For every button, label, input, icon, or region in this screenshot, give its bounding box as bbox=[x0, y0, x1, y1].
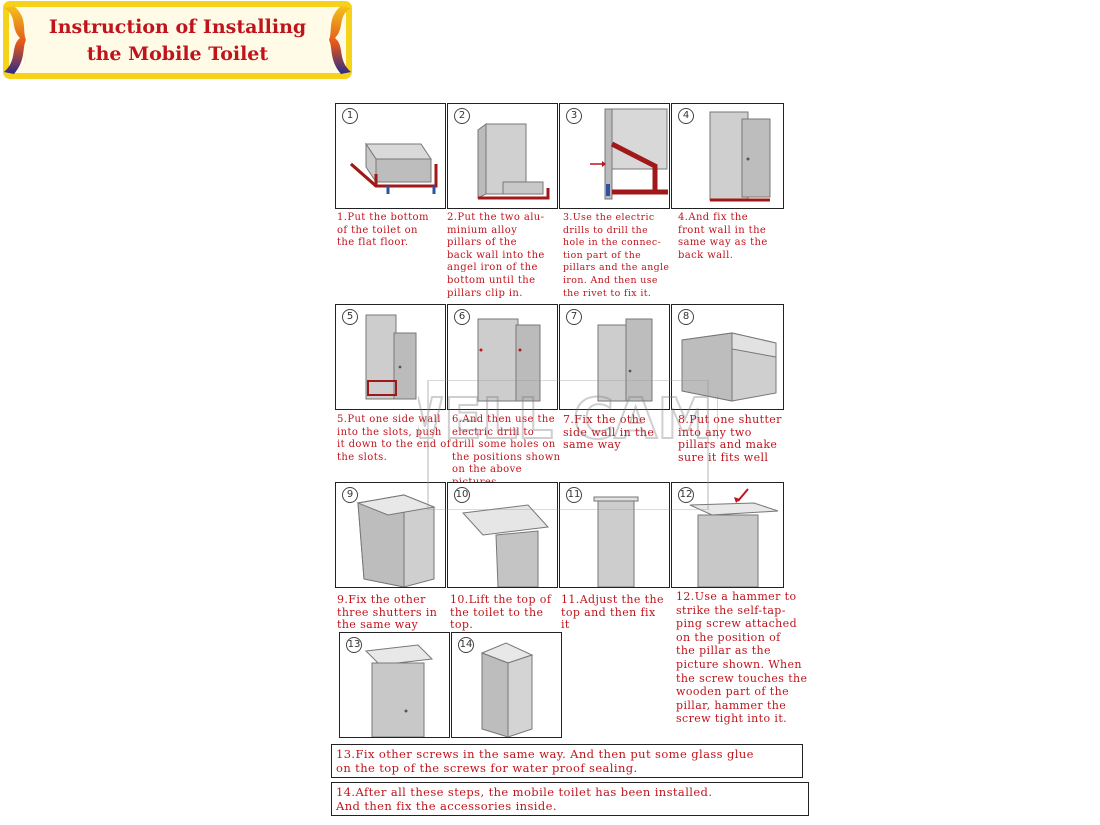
watermark-text: WELL CAMP bbox=[418, 387, 718, 452]
step-3-caption: 3.Use the electric drills to drill the h… bbox=[563, 212, 670, 299]
step-number: 1 bbox=[342, 108, 358, 124]
step-3-panel: 3 bbox=[559, 103, 670, 209]
step-2-caption: 2.Put the two alu- minium alloy pillars … bbox=[447, 212, 545, 299]
side-wall-insert-icon bbox=[365, 314, 417, 400]
step-number: 11 bbox=[566, 487, 582, 503]
step-11-caption: 11.Adjust the the top and then fix it bbox=[561, 593, 664, 632]
step-10-caption: 10.Lift the top of the toilet to the top… bbox=[450, 593, 552, 632]
banner-decoration-icon bbox=[3, 1, 352, 79]
title-line-1: Instruction of Installing bbox=[48, 16, 307, 38]
step-11-panel: 11 bbox=[559, 482, 670, 588]
step-number: 10 bbox=[454, 487, 470, 503]
drill-holes-icon bbox=[477, 318, 541, 402]
step-9-caption: 9.Fix the other three shutters in the sa… bbox=[337, 593, 438, 632]
hammer-screw-icon bbox=[689, 488, 779, 587]
step-14-note: 14.After all these steps, the mobile toi… bbox=[331, 782, 809, 816]
step-5-panel: 5 bbox=[335, 304, 446, 410]
step-8-panel: 8 bbox=[671, 304, 784, 410]
title-line-2: the Mobile Toilet bbox=[86, 43, 269, 65]
step-4-caption: 4.And fix the front wall in the same way… bbox=[678, 212, 768, 261]
step-12-panel: 12 bbox=[671, 482, 784, 588]
drill-rivet-detail-icon bbox=[590, 108, 668, 200]
watermark-logo: WELL CAMP bbox=[381, 379, 755, 511]
toilet-complete-front-icon bbox=[364, 644, 434, 737]
step-number: 9 bbox=[342, 487, 358, 503]
step-6-panel: 6 bbox=[447, 304, 558, 410]
title-banner: Instruction of Installing the Mobile Toi… bbox=[0, 0, 355, 80]
step-9-panel: 9 bbox=[335, 482, 446, 588]
step-12-caption: 12.Use a hammer to strike the self-tap- … bbox=[676, 590, 808, 726]
step-number: 6 bbox=[454, 309, 470, 325]
step-number: 5 bbox=[342, 309, 358, 325]
step-13-panel: 13 bbox=[339, 632, 450, 738]
step-14-panel: 14 bbox=[451, 632, 562, 738]
step-7-caption: 7.Fix the othe side wall in the same way bbox=[563, 413, 655, 452]
step-number: 2 bbox=[454, 108, 470, 124]
step-number: 3 bbox=[566, 108, 582, 124]
step-number: 13 bbox=[346, 637, 362, 653]
step-8-caption: 8.Put one shutter into any two pillars a… bbox=[678, 413, 782, 464]
step-10-panel: 10 bbox=[447, 482, 558, 588]
step-number: 12 bbox=[678, 487, 694, 503]
toilet-complete-corner-icon bbox=[480, 642, 534, 737]
front-wall-icon bbox=[709, 111, 771, 202]
roof-adjust-icon bbox=[593, 496, 639, 587]
step-number: 7 bbox=[566, 309, 582, 325]
watermark-logo-icon: WELL CAMP bbox=[381, 379, 755, 511]
roof-lift-icon bbox=[461, 504, 550, 587]
step-number: 14 bbox=[458, 637, 474, 653]
step-1-caption: 1.Put the bottom of the toilet on the fl… bbox=[337, 212, 429, 249]
other-side-wall-icon bbox=[597, 318, 653, 402]
step-7-panel: 7 bbox=[559, 304, 670, 410]
step-number: 4 bbox=[678, 108, 694, 124]
step-13-note: 13.Fix other screws in the same way. And… bbox=[331, 744, 803, 778]
step-4-panel: 4 bbox=[671, 103, 784, 209]
shutters-assembled-icon bbox=[356, 494, 436, 587]
step-2-panel: 2 bbox=[447, 103, 558, 209]
step-1-panel: 1 bbox=[335, 103, 446, 209]
step-number: 8 bbox=[678, 309, 694, 325]
back-wall-pillars-icon bbox=[477, 123, 550, 200]
shutter-fit-icon bbox=[681, 332, 777, 402]
toilet-base-frame-icon bbox=[350, 142, 438, 194]
step-5-caption: 5.Put one side wall into the slots, push… bbox=[337, 414, 451, 463]
